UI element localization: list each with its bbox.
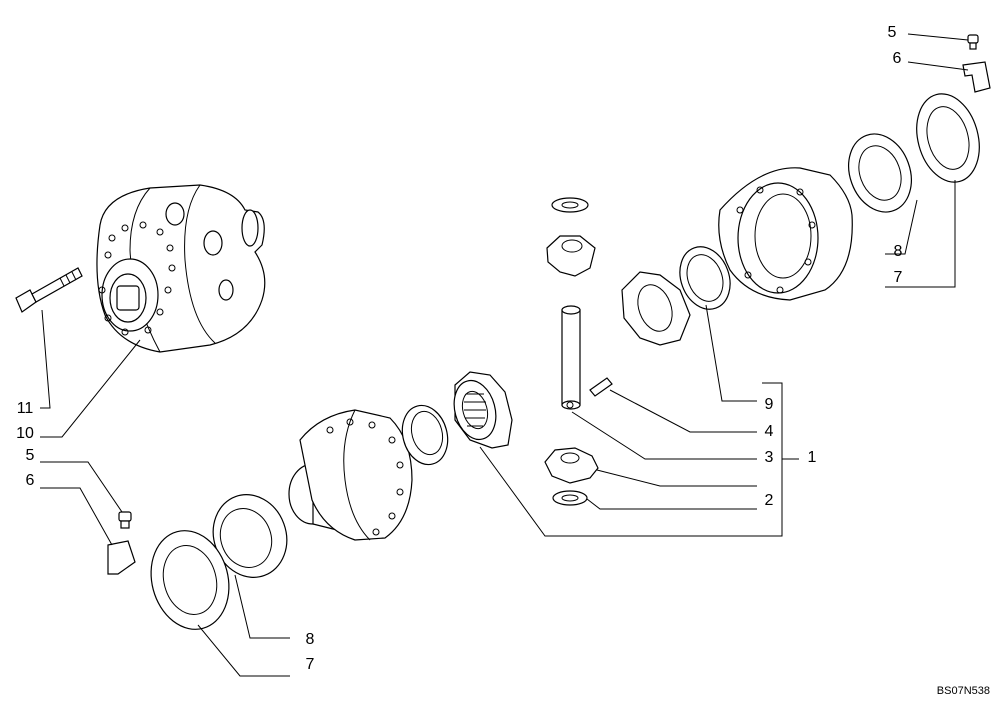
callout-6-top: 6 <box>893 50 902 67</box>
bolt-part-11 <box>15 267 83 313</box>
bearing-part-8-left <box>212 494 288 578</box>
thrust-washer-part-9 <box>679 246 731 310</box>
callout-2: 2 <box>765 492 774 509</box>
right-case-half <box>718 167 853 301</box>
planet-gear-part-2 <box>544 447 599 506</box>
side-gear-right <box>621 271 691 346</box>
callout-10: 10 <box>16 425 34 442</box>
ring-nut-part-7-left <box>150 530 230 630</box>
callout-4: 4 <box>765 423 774 440</box>
lock-plate-part-6-left <box>107 540 136 575</box>
callout-3: 3 <box>765 449 774 466</box>
callout-7-right: 7 <box>894 269 903 286</box>
assembled-housing-part-10 <box>96 184 266 353</box>
callout-7-bottom: 7 <box>306 656 315 673</box>
bearing-part-8-right <box>848 133 912 213</box>
callout-5-left: 5 <box>26 447 35 464</box>
leader-lines <box>40 33 969 677</box>
drawing-code: BS07N538 <box>937 685 990 697</box>
callout-8-right: 8 <box>894 243 903 260</box>
callout-6-left: 6 <box>26 472 35 489</box>
callout-11: 11 <box>17 400 34 417</box>
callout-8-bottom: 8 <box>306 631 315 648</box>
planet-gear-top <box>546 197 596 277</box>
left-case-half <box>288 409 413 541</box>
side-gear-left <box>453 371 513 449</box>
roll-pin-part-4 <box>589 377 613 397</box>
thrust-washer-left <box>401 404 449 466</box>
callout-9: 9 <box>765 396 774 413</box>
callout-1: 1 <box>808 449 817 466</box>
lock-plate-part-6-right <box>962 61 991 93</box>
screw-part-5-left <box>118 511 132 529</box>
ring-nut-part-7-right <box>916 93 980 183</box>
cross-shaft-part-3 <box>561 305 581 410</box>
callout-5-top: 5 <box>888 24 897 41</box>
screw-part-5-right <box>967 34 979 50</box>
